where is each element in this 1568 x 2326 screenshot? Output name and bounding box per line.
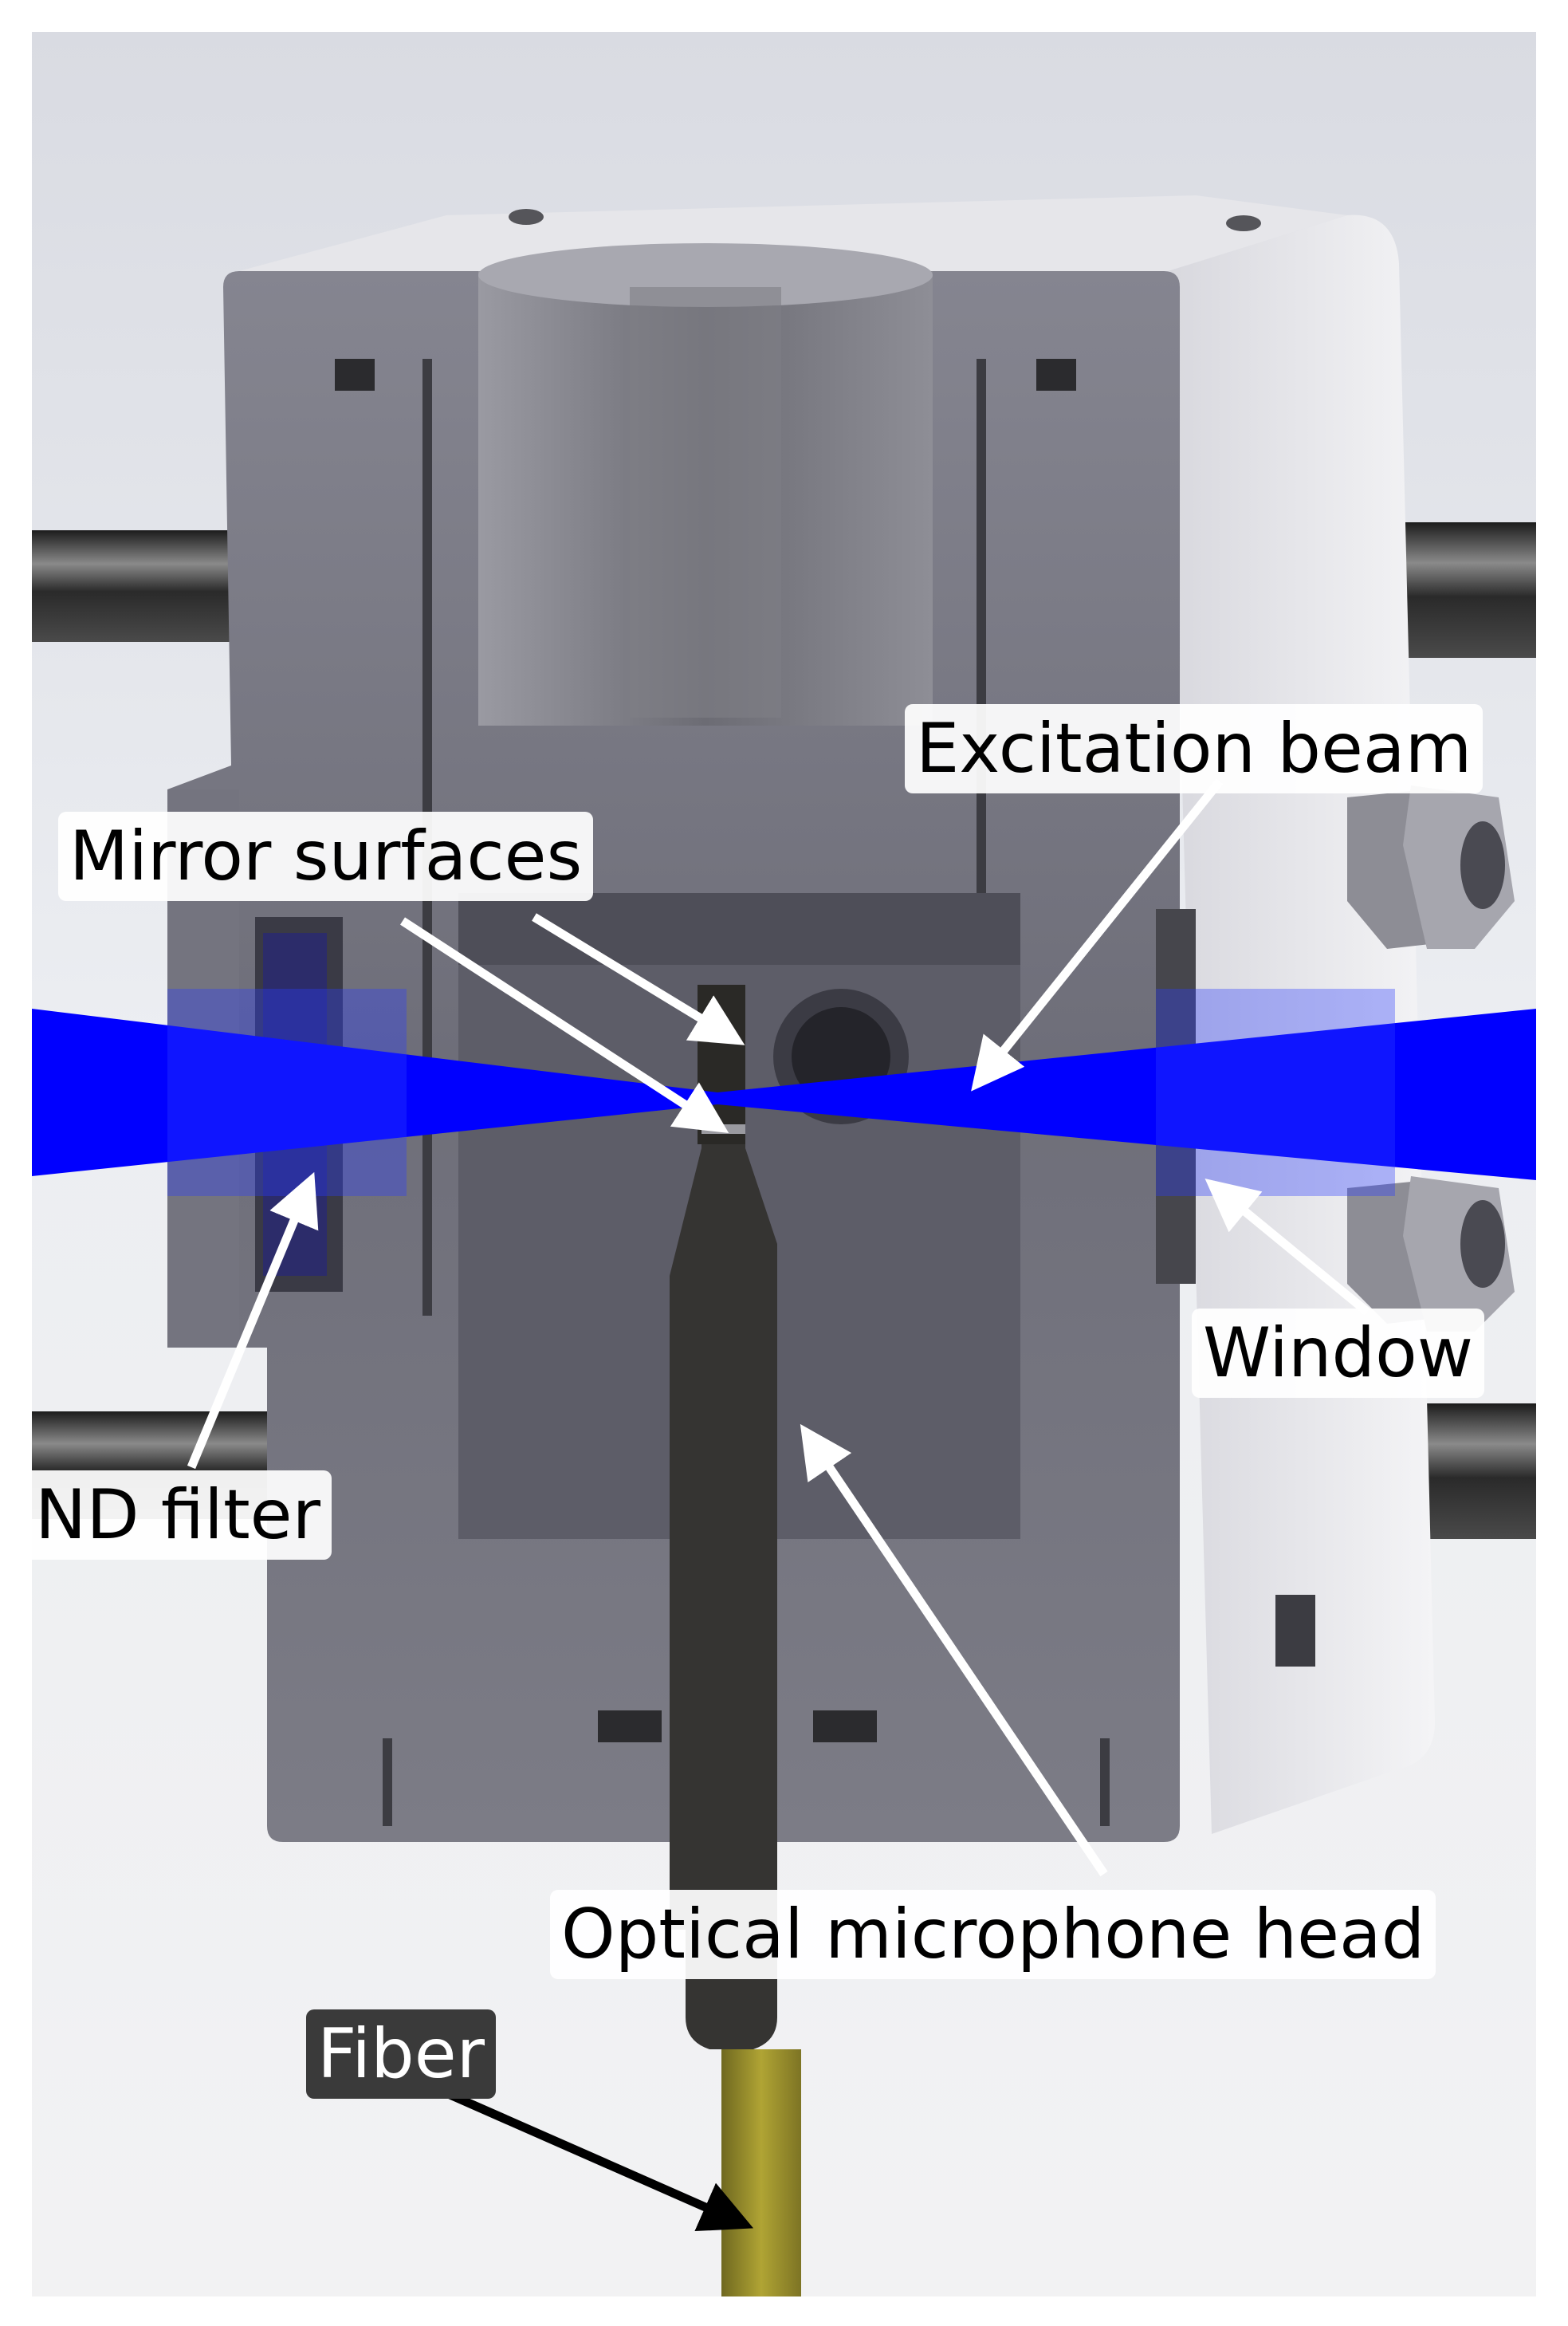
label-optical-microphone-head: Optical microphone head [550,1890,1436,1979]
arrow-window [1204,1179,1370,1316]
label-mirror-surfaces: Mirror surfaces [58,812,594,901]
label-fiber: Fiber [306,2009,496,2099]
arrow-mirror-surfaces-2 [400,917,729,1133]
label-excitation-beam: Excitation beam [905,704,1484,793]
microphone-head [670,985,777,2049]
label-nd-filter: ND filter [24,1470,332,1560]
arrow-microphone-head [800,1423,1108,1877]
cell-side-face [1168,214,1435,1835]
label-window: Window [1192,1309,1485,1398]
hex-nuts [1347,785,1515,1332]
annotation-arrows [187,778,1370,1877]
arrow-nd-filter [187,1171,319,1470]
arrow-fiber [444,2088,754,2232]
arrow-mirror-surfaces-1 [532,913,745,1045]
fiber [721,2049,801,2296]
arrow-excitation-beam [971,778,1224,1092]
excitation-beam [32,989,1536,1196]
